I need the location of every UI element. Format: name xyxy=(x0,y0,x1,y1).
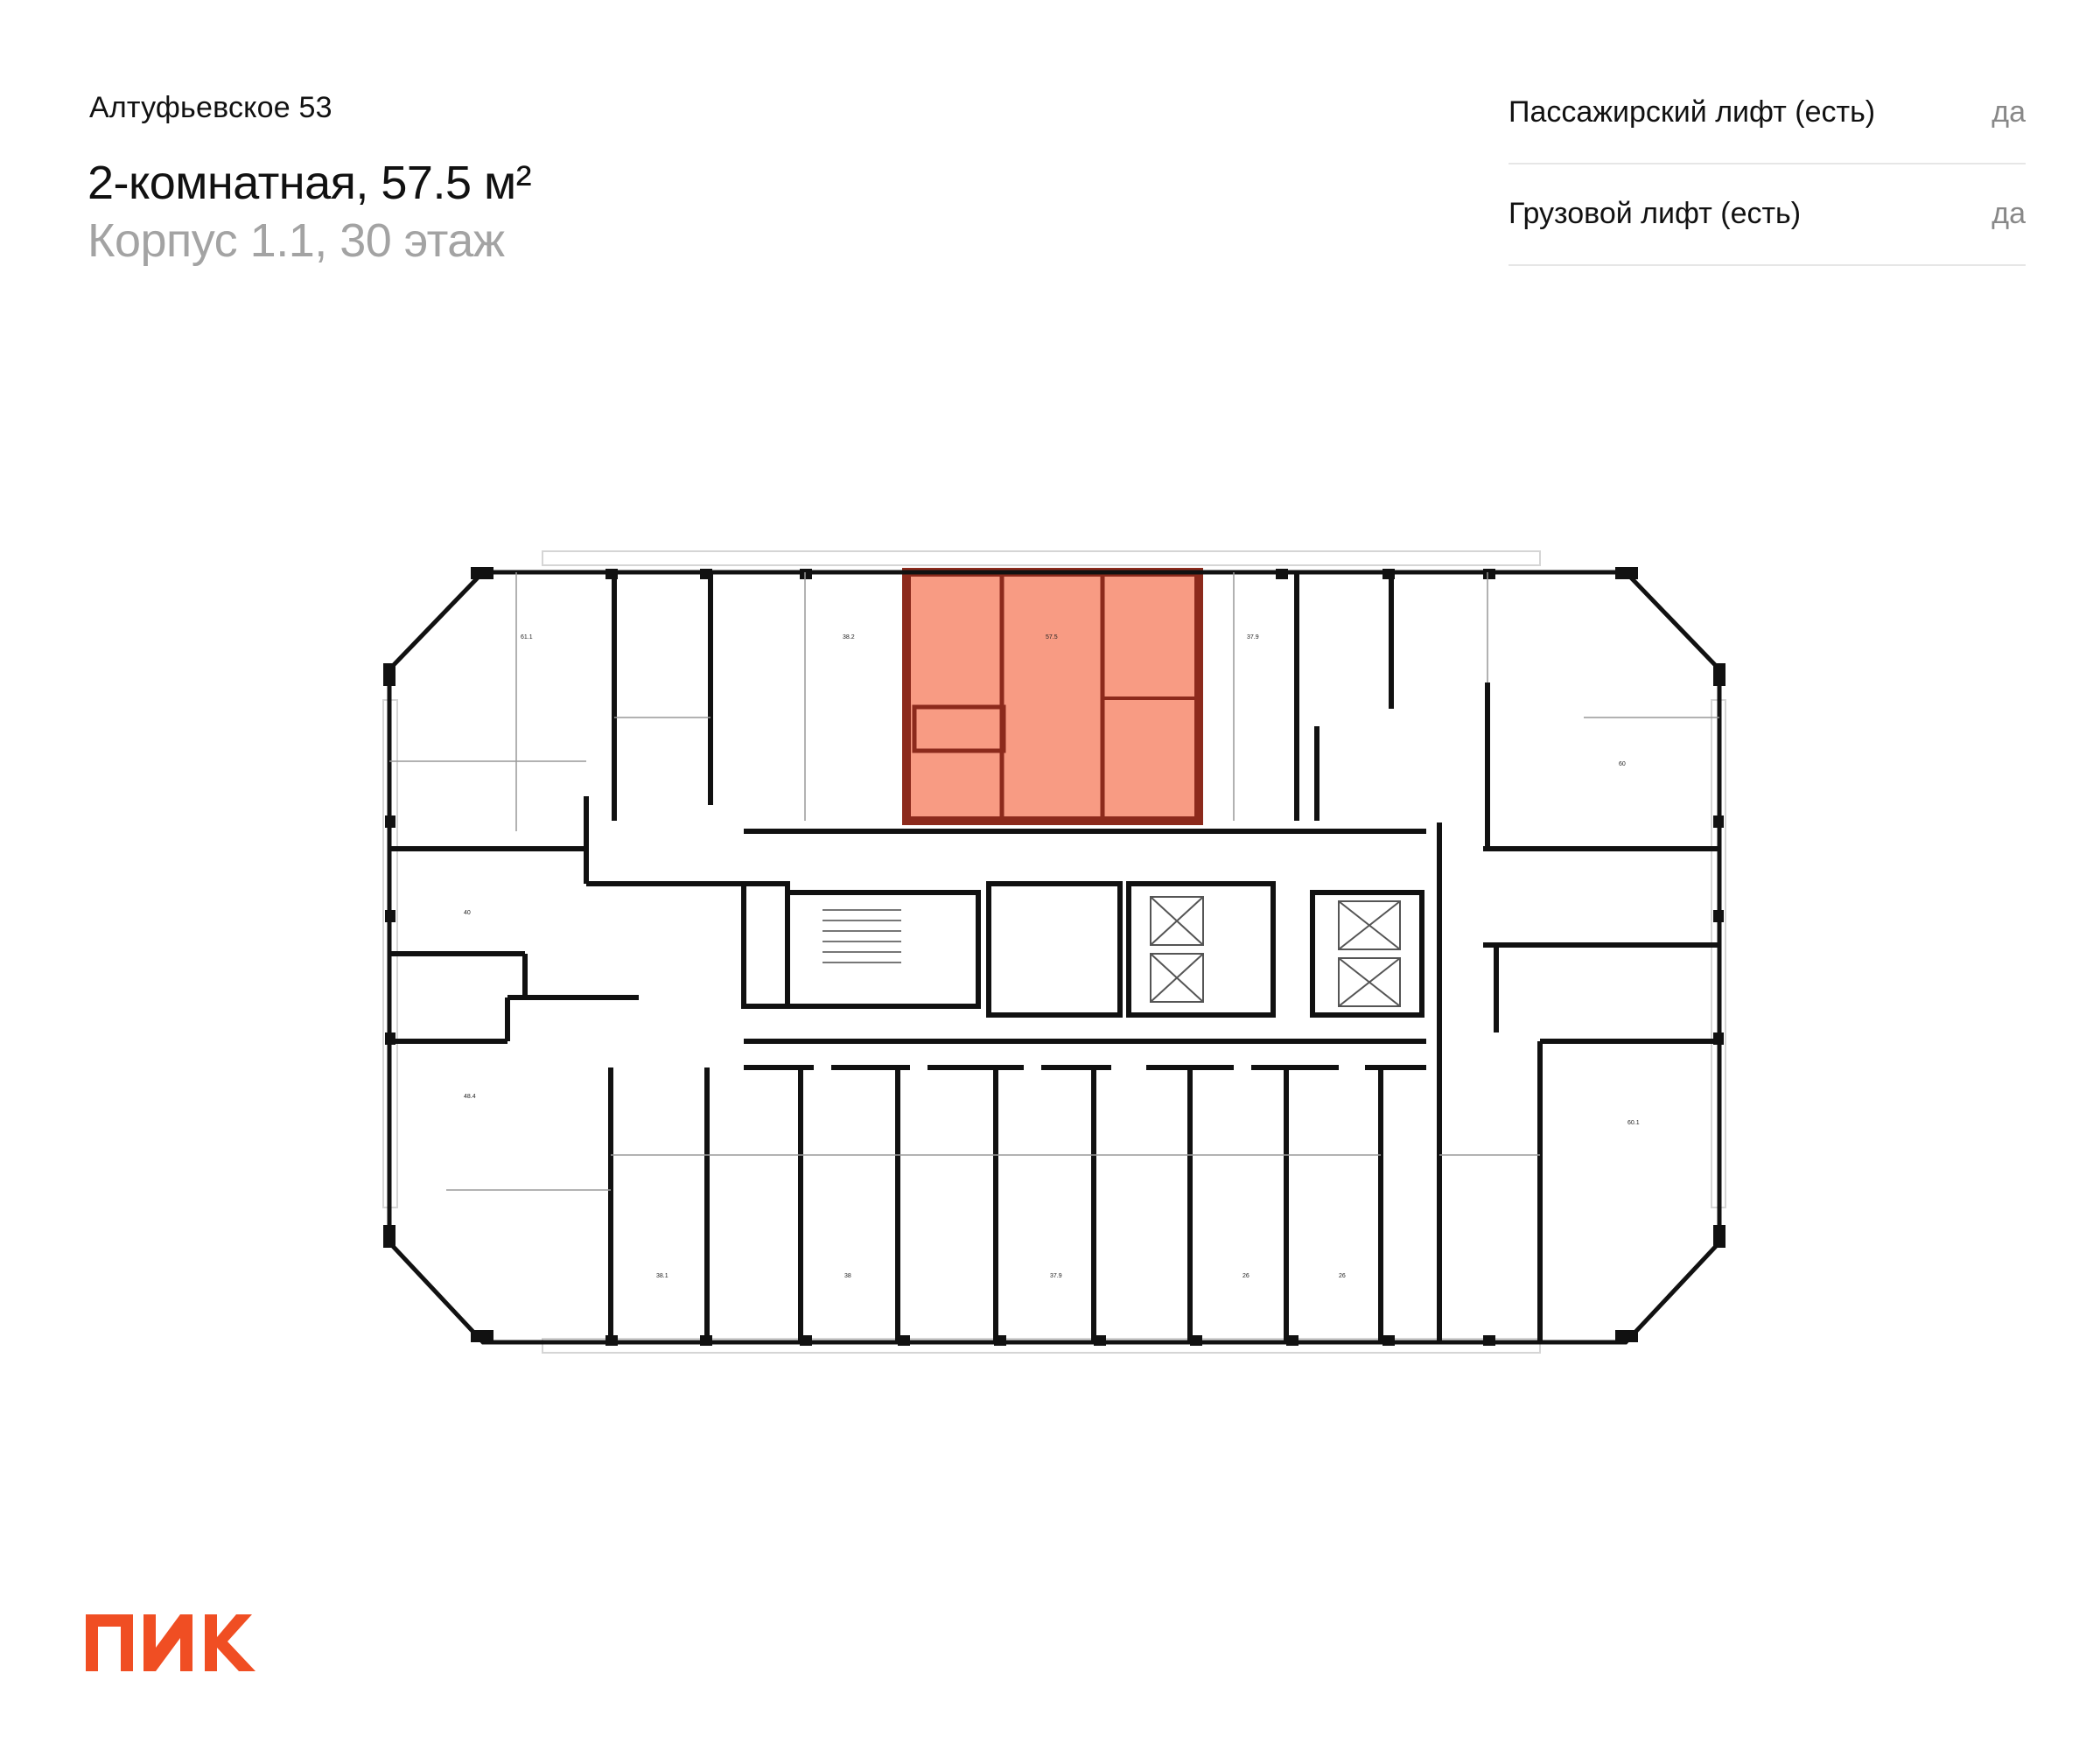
elevator-shafts xyxy=(1150,896,1401,1007)
feature-value: да xyxy=(1992,95,2026,129)
room-label: 48.4 xyxy=(464,1094,476,1100)
stair-treads xyxy=(822,909,901,963)
room-area-labels: 61.1 38.2 57.5 37.9 60 40 48.4 38.1 38 3… xyxy=(464,634,1640,1279)
room-label: 37.9 xyxy=(1247,634,1259,640)
room-label: 26 xyxy=(1339,1273,1346,1279)
room-label: 60.1 xyxy=(1628,1120,1640,1126)
partitions xyxy=(389,572,1719,1191)
feature-label: Пассажирский лифт (есть) xyxy=(1508,95,1876,129)
room-label: 38.1 xyxy=(656,1273,668,1279)
feature-label: Грузовой лифт (есть) xyxy=(1508,197,1802,230)
feature-freight-lift: Грузовой лифт (есть) да xyxy=(1508,163,2026,266)
room-label: 60 xyxy=(1619,761,1626,767)
building-floor: Корпус 1.1, 30 этаж xyxy=(88,214,505,267)
pik-logo xyxy=(86,1614,256,1671)
floor-plan: 61.1 38.2 57.5 37.9 60 40 48.4 38.1 38 3… xyxy=(382,550,1726,1354)
corner-pylons xyxy=(383,567,1726,1342)
room-label: 40 xyxy=(464,910,471,916)
room-label: 26 xyxy=(1242,1273,1250,1279)
project-name: Алтуфьевское 53 xyxy=(89,91,332,124)
room-label: 37.9 xyxy=(1050,1273,1062,1279)
apartment-title: 2-комнатная, 57.5 м² xyxy=(88,157,532,209)
interior-walls xyxy=(389,572,1719,1342)
core xyxy=(741,829,1426,1044)
feature-passenger-lift: Пассажирский лифт (есть) да xyxy=(1508,61,2026,164)
room-label: 61.1 xyxy=(521,634,533,640)
feature-value: да xyxy=(1992,197,2026,230)
room-label: 57.5 xyxy=(1046,634,1058,640)
room-label: 38 xyxy=(844,1273,851,1279)
room-label: 38.2 xyxy=(843,634,855,640)
